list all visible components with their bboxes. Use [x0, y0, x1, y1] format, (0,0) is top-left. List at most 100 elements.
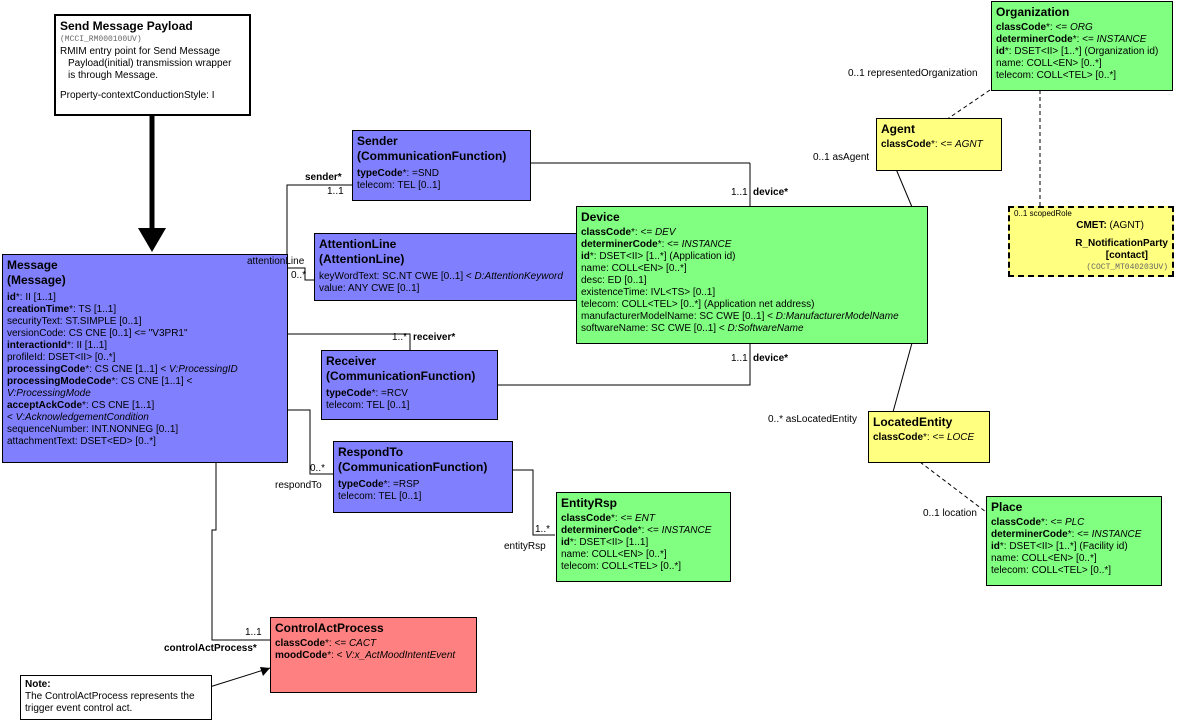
attribute-vocab: V:AcknowledgementCondition [15, 412, 149, 423]
attribute-name: securityText [7, 316, 60, 327]
message-class-box[interactable]: Message (Message) id*: II [1..1]creation… [2, 254, 288, 463]
attention-line-class-box[interactable]: AttentionLine (AttentionLine) keyWordTex… [314, 233, 577, 301]
attribute-type: *: =RCV [371, 388, 408, 399]
place-attribute-row: id*: DSET<II> [1..*] (Facility id) [991, 541, 1157, 553]
attribute-type: *: <= [657, 239, 682, 250]
control-title: ControlActProcess [275, 621, 384, 635]
attribute-type: : ANY CWE [0..1] [342, 283, 420, 294]
device-attribute-row: existenceTime: IVL<TS> [0..1] [581, 287, 923, 299]
note-box: Note: The ControlActProcess represents t… [20, 675, 212, 720]
message-attribute-row: sequenceNumber: INT.NONNEG [0..1] [7, 424, 283, 436]
attribute-type: *: <= [637, 525, 662, 536]
attribute-vocab: DEV [654, 227, 676, 238]
message-attribute-row: profileId: DSET<II> [0..*] [7, 352, 283, 364]
message-attribute-row: processingModeCode*: CS CNE [1..1] < [7, 376, 283, 388]
note-title: Note: [25, 679, 51, 690]
sender-subtitle: (CommunicationFunction) [357, 149, 507, 163]
organization-attribute-row: classCode*: <= ORG [996, 22, 1168, 34]
cmet-label-2: (AGNT) [1106, 220, 1144, 231]
attribute-name: id [996, 46, 1005, 57]
attribute-name: classCode [991, 517, 1042, 528]
attribute-type: : INT.NONNEG [0..1] [85, 424, 179, 435]
place-attribute-row: determinerCode*: <= INSTANCE [991, 529, 1157, 541]
attention-attribute-row: keyWordText: SC.NT CWE [0..1] < D:Attent… [319, 271, 572, 283]
location-role-label: 0..1 location [923, 508, 977, 519]
respond-to-class-box[interactable]: RespondTo (CommunicationFunction) typeCo… [333, 441, 513, 513]
entityrsp-title: EntityRsp [561, 496, 618, 510]
agent-title: Agent [881, 122, 915, 136]
receiver-to-device [498, 343, 751, 386]
device-attribute-row: name: COLL<EN> [0..*] [581, 263, 923, 275]
message-subtitle: (Message) [7, 273, 66, 287]
attribute-type: *: <= [1041, 517, 1065, 528]
attribute-type: *: <= [1046, 22, 1070, 33]
device-attribute-row: determinerCode*: <= INSTANCE [581, 239, 923, 251]
cmet-box[interactable]: 0..1 scopedRole CMET: (AGNT) R_Notificat… [1008, 206, 1174, 277]
entityrsp-attribute-row: classCode*: <= ENT [561, 513, 726, 525]
sender-class-box[interactable]: Sender (CommunicationFunction) typeCode*… [352, 130, 531, 201]
attribute-type: *: <= [1067, 529, 1092, 540]
message-attribute-row: interactionId*: II [1..1] [7, 340, 283, 352]
attribute-vocab: INSTANCE [1091, 529, 1142, 540]
receiver-class-box[interactable]: Receiver (CommunicationFunction) typeCod… [321, 350, 498, 420]
place-attribute-row: classCode*: <= PLC [991, 517, 1157, 529]
attribute-vocab: LOCE [946, 432, 975, 443]
organization-attribute-row: determinerCode*: <= INSTANCE [996, 34, 1168, 46]
attribute-name: moodCode [275, 650, 328, 661]
respond-attribute-row: typeCode*: =RSP [338, 479, 508, 491]
organization-title: Organization [996, 5, 1070, 19]
attribute-vocab: ORG [1069, 22, 1093, 33]
attribute-vocab: CACT [348, 638, 377, 649]
agent-attributes: classCode*: <= AGNT [881, 139, 997, 151]
located-entity-class-box[interactable]: LocatedEntity classCode*: <= LOCE [868, 411, 990, 463]
entry-desc-3: is through Message. [68, 70, 159, 81]
attribute-name: classCode [873, 432, 924, 443]
attribute-type: : TEL [0..1] [373, 491, 422, 502]
attribute-type: *: DSET<II> [1..*] (Facility id) [999, 541, 1128, 552]
attribute-vocab: V:ProcessingID [169, 364, 238, 375]
attribute-name: telecom [326, 400, 362, 411]
attribute-type: : ED [0..1] [602, 275, 647, 286]
attribute-type: : COLL<EN> [0..*] [606, 263, 687, 274]
message-attribute-row: V:ProcessingMode [7, 388, 283, 400]
respond-subtitle: (CommunicationFunction) [338, 460, 488, 474]
respond-connector [287, 409, 333, 475]
message-attribute-row: id*: II [1..1] [7, 292, 283, 304]
agent-class-box[interactable]: Agent classCode*: <= AGNT [876, 118, 1002, 171]
respond-attribute-row: telecom: TEL [0..1] [338, 491, 508, 503]
attribute-name: id [7, 292, 16, 303]
attribute-name: name [581, 263, 607, 274]
device2-mult-label: 1..1 [731, 353, 748, 364]
sender-attribute-row: telecom: TEL [0..1] [357, 180, 526, 192]
organization-attribute-row: id*: DSET<II> [1..*] (Organization id) [996, 46, 1168, 58]
entry-arrow-head [138, 228, 166, 252]
sender-attribute-row: typeCode*: =SND [357, 168, 526, 180]
attribute-type: < [7, 412, 16, 423]
cmet-label: CMET: [1076, 220, 1107, 231]
agent-role-label: 0..1 asAgent [813, 152, 870, 163]
device-title: Device [581, 210, 620, 224]
attention-subtitle: (AttentionLine) [319, 252, 405, 266]
entityrsp-attribute-row: determinerCode*: <= INSTANCE [561, 525, 726, 537]
attribute-name: classCode [996, 22, 1047, 33]
attribute-type: : ST.SIMPLE [0..1] [59, 316, 142, 327]
attribute-type: : DSET<II> [0..*] [42, 352, 116, 363]
attribute-name: profileId [7, 352, 43, 363]
attribute-name: acceptAckCode [7, 400, 83, 411]
attribute-vocab: D:SoftwareName [727, 323, 804, 334]
attribute-vocab: INSTANCE [661, 525, 712, 536]
message-attribute-row: securityText: ST.SIMPLE [0..1] [7, 316, 283, 328]
located-attributes: classCode*: <= LOCE [873, 432, 985, 444]
attribute-name: sequenceNumber [7, 424, 86, 435]
device-attribute-row: classCode*: <= DEV [581, 227, 923, 239]
